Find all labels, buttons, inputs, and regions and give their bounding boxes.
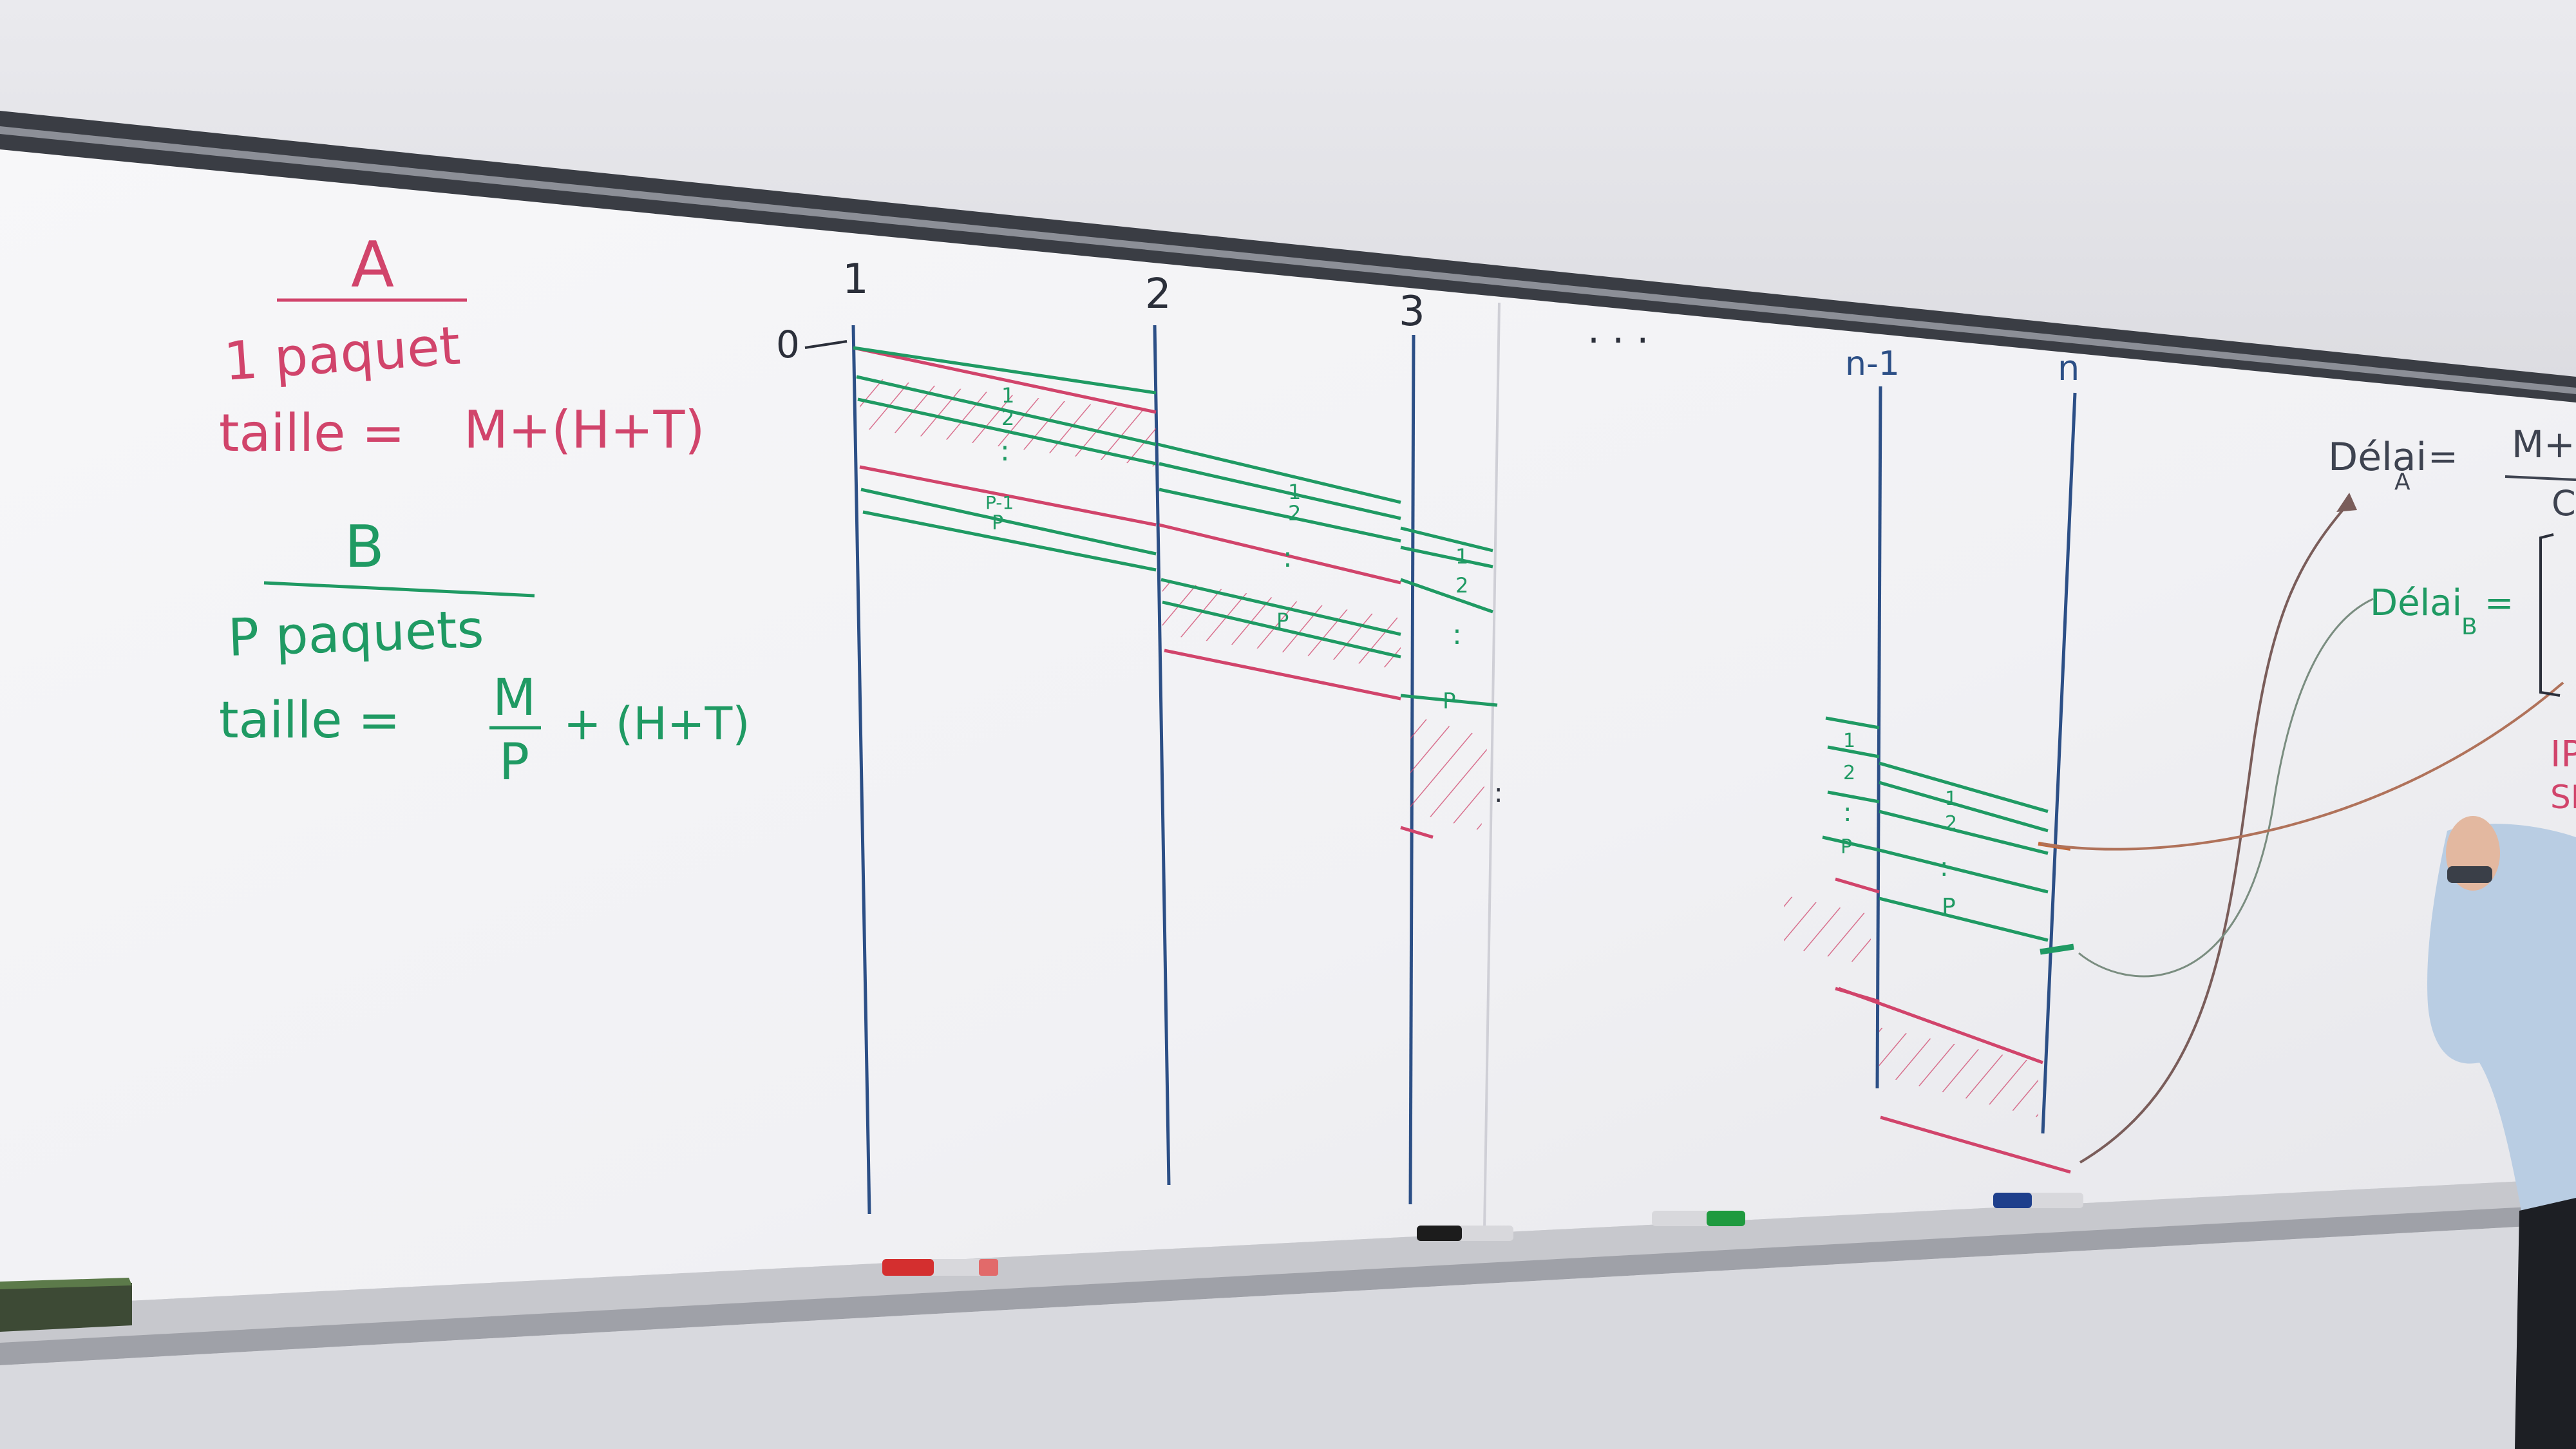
node-line-2 — [1153, 325, 1171, 1186]
eraser — [0, 1278, 132, 1332]
packet-p-label-last-link: P — [1942, 894, 1956, 920]
scheme-b-underline — [263, 581, 535, 598]
delay-a-numerator: M+( — [2512, 422, 2576, 466]
marker-green — [1652, 1211, 1745, 1226]
scheme-b-size-label: taille = — [219, 692, 401, 750]
arrival-mark-b — [2040, 943, 2074, 955]
packet-1-label-link3: 1 — [1455, 544, 1468, 569]
node-line-n-minus-1 — [1875, 386, 1882, 1089]
packet-1-label-pre-n-minus-1: 1 — [1843, 730, 1855, 752]
delay-b-subscript: B — [2461, 614, 2477, 640]
right-notes: Délai A = M+( C Délai B = IP SR — [2328, 422, 2576, 816]
edge-curve — [2041, 681, 2564, 851]
scheme-b-size-rest: + (H+T) — [564, 697, 750, 750]
delay-a-arrow-curve — [2079, 501, 2351, 1164]
delay-a-denominator: C — [2552, 483, 2576, 524]
packet-2-label-link3: 2 — [1455, 573, 1468, 598]
scheme-b-frac-den: P — [499, 734, 529, 791]
scheme-a-title: A — [351, 229, 394, 302]
top-rail — [0, 111, 2576, 402]
edge-text-ip: IP — [2550, 734, 2576, 775]
packet-a-hatch-link2 — [1162, 580, 1401, 670]
marker-red — [882, 1259, 998, 1276]
delay-b-curve — [2078, 598, 2374, 978]
timeline-diagram: 0 1 2 3 . . . n-1 n 1 2 : P-1 P — [776, 256, 2564, 1215]
delay-a-subscript: A — [2394, 469, 2410, 495]
scheme-b-notes: B P paquets taille = M P + (H+T) — [219, 513, 750, 791]
packet-p-label-pre-n-minus-1: P — [1841, 836, 1852, 858]
node-line-1 — [851, 325, 871, 1215]
packet-a-hatch-link1 — [860, 377, 1156, 467]
person-writing — [2427, 816, 2576, 1449]
packet-1-label-link1: 1 — [1001, 383, 1014, 408]
node-label-n-minus-1: n-1 — [1845, 345, 1900, 383]
marker-black — [1417, 1226, 1513, 1241]
scheme-b-frac-num: M — [493, 669, 536, 727]
packet-2-label-link2: 2 — [1288, 501, 1301, 526]
packet-p-label-link1: P — [992, 512, 1003, 535]
node-line-n — [2041, 392, 2077, 1134]
board-seam — [1483, 302, 1501, 1231]
marker-blue — [1993, 1193, 2083, 1208]
packet-2-label-last-link: 2 — [1945, 812, 1957, 835]
wall-top — [0, 0, 2576, 386]
node-label-3: 3 — [1399, 288, 1425, 336]
packet-1-label-link2: 1 — [1288, 480, 1301, 504]
scheme-b-line1: P paquets — [227, 599, 484, 668]
scheme-a-size-formula: M+(H+T) — [464, 400, 705, 460]
delay-a-label: Délai — [2328, 435, 2427, 480]
packet-2-label-pre-n-minus-1: 2 — [1843, 762, 1855, 784]
packet-2-label-link1: 2 — [1001, 406, 1014, 430]
scheme-a-size-label: taille = — [219, 403, 405, 463]
packet-a-hatch-last-link — [1879, 1027, 2038, 1117]
packet-dots-last-link: : — [1940, 853, 1948, 882]
packet-dots-link2: : — [1283, 541, 1293, 574]
packet-p-label-link3: P — [1443, 688, 1456, 714]
node-label-2: 2 — [1145, 270, 1171, 318]
delay-a-equals: = — [2428, 436, 2458, 478]
packet-1-label-last-link: 1 — [1945, 788, 1957, 810]
link3-trailing-dots: : — [1494, 779, 1502, 808]
packet-p-label-link2: P — [1276, 609, 1289, 633]
delay-b-equals: = — [2485, 583, 2514, 623]
node-label-n: n — [2058, 348, 2079, 388]
start-time-label: 0 — [776, 323, 800, 366]
packet-p-minus-1-label-link1: P-1 — [985, 492, 1014, 513]
node-label-1: 1 — [842, 256, 869, 303]
packet-a-hatch-link3 — [1410, 715, 1488, 831]
packet-dots-link3: : — [1452, 618, 1462, 651]
packet-dots-pre-n-minus-1: : — [1843, 798, 1852, 828]
marker-tray — [0, 1179, 2576, 1343]
delay-b-label: Délai — [2370, 582, 2462, 624]
packet-dots-link1: : — [1000, 435, 1010, 468]
whiteboard-surface — [0, 148, 2576, 1307]
packet-b-hatch-before-n-minus-1 — [1784, 895, 1871, 966]
wall-bottom — [0, 1224, 2576, 1449]
nodes-ellipsis: . . . — [1587, 307, 1649, 352]
edge-text-sr: SR — [2550, 779, 2576, 816]
scheme-b-title: B — [345, 513, 384, 581]
